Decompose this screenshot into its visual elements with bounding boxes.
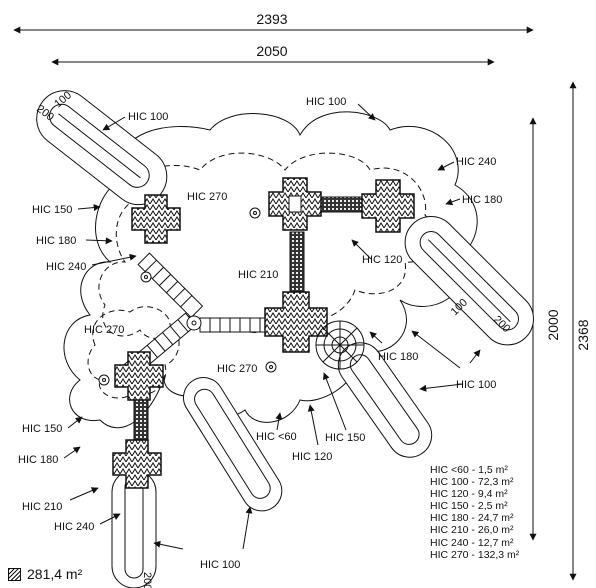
dimension-overall-width: 2393	[13, 11, 534, 34]
label-hic150-left: HIC 150	[32, 204, 72, 216]
safety-zone-inner	[87, 152, 435, 399]
bridge-vertical-center	[289, 231, 305, 293]
label-hic-lt60: HIC <60	[256, 431, 297, 443]
tower-bottom	[112, 439, 162, 489]
dimension-inner-width: 2050	[51, 43, 495, 66]
legend-entry: HIC 270 - 132,3 m²	[430, 548, 520, 561]
slide-zone-topleft	[36, 90, 168, 206]
label-hic100-topleft: HIC 100	[128, 111, 168, 123]
legend-entry: HIC 210 - 26,0 m²	[430, 524, 514, 537]
label-hic240-right: HIC 240	[456, 156, 496, 168]
tower-top-center	[268, 177, 322, 231]
legend-entry: HIC 100 - 72,3 m²	[430, 476, 514, 489]
bridge-horizontal-center	[199, 317, 271, 333]
label-hic120-right: HIC 120	[362, 254, 402, 266]
svg-text:2050: 2050	[256, 43, 287, 59]
slide-zone-lowright	[337, 342, 433, 458]
label-hic150-low: HIC 150	[325, 432, 365, 444]
dimension-inner-height: 2000	[529, 117, 561, 541]
hatched-area-icon	[8, 567, 21, 581]
svg-text:2393: 2393	[256, 11, 287, 27]
label-hic210-mid: HIC 210	[238, 269, 278, 281]
label-hic120-low: HIC 120	[292, 451, 332, 463]
total-area: 281,4 m²	[8, 566, 82, 582]
hic-labels: HIC 100 HIC 100 HIC 240 HIC 270 HIC 180 …	[18, 96, 502, 571]
spiral-slide	[315, 320, 365, 370]
label-hic100-right: HIC 100	[456, 379, 496, 391]
bridge-horizontal-top	[317, 196, 364, 213]
slide-zone-lowcenter	[183, 377, 283, 512]
label-hic270-left: HIC 270	[84, 324, 124, 336]
total-area-value: 281,4 m²	[27, 566, 83, 582]
svg-text:2368: 2368	[575, 319, 591, 350]
label-hic270-mid: HIC 270	[217, 363, 257, 375]
hic-area-legend: HIC <60 - 1,5 m² HIC 100 - 72,3 m² HIC 1…	[430, 464, 519, 561]
tower-center	[264, 291, 328, 353]
label-hic270-top: HIC 270	[187, 191, 227, 203]
label-hic210-lowleft: HIC 210	[22, 501, 62, 513]
legend-entry: HIC 150 - 2,5 m²	[430, 500, 508, 513]
legend-entry: HIC <60 - 1,5 m²	[430, 464, 508, 476]
slide-zone-right	[404, 216, 534, 346]
tower-left	[114, 351, 164, 401]
label-hic180-lowleft: HIC 180	[18, 454, 58, 466]
label-hic100-top: HIC 100	[306, 96, 346, 108]
label-hic180-mid: HIC 180	[378, 351, 418, 363]
legend-entry: HIC 240 - 12,7 m²	[430, 536, 514, 549]
ladder-diagonal-upper	[137, 252, 204, 319]
junction-nodes	[98, 207, 277, 386]
label-hic180-right: HIC 180	[462, 194, 502, 206]
legend-entry: HIC 120 - 9,4 m²	[430, 488, 508, 501]
label-hic240-left: HIC 240	[46, 261, 86, 273]
tower-top-left	[131, 194, 181, 244]
svg-text:200: 200	[141, 572, 153, 588]
label-hic180-left: HIC 180	[36, 235, 76, 247]
safety-zone-outer	[63, 111, 478, 429]
dimension-overall-height: 2368	[569, 81, 591, 581]
svg-text:2000: 2000	[545, 309, 561, 340]
label-hic150-lowleft: HIC 150	[22, 423, 62, 435]
bridge-vertical-left	[133, 397, 149, 441]
label-hic240-lowleft: HIC 240	[54, 521, 94, 533]
tower-top-right	[361, 179, 415, 233]
leader-lines	[63, 103, 481, 550]
label-hic100-bottom: HIC 100	[200, 559, 240, 571]
legend-entry: HIC 180 - 24,7 m²	[430, 512, 514, 525]
